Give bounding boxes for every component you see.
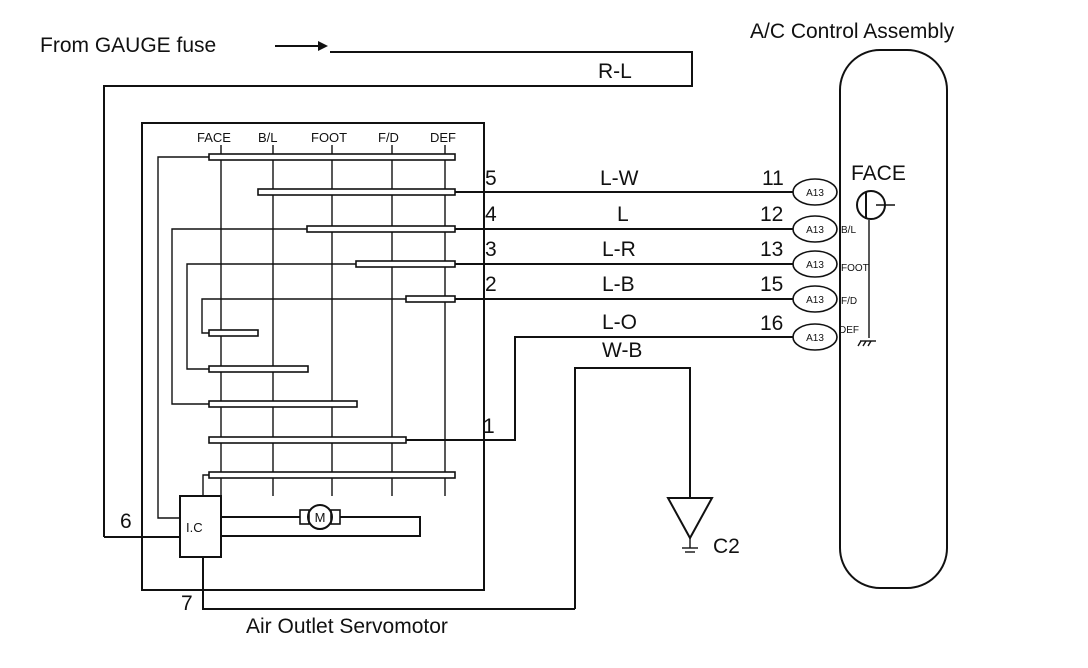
ctrl-mode-bl: B/L (841, 225, 856, 236)
mode-header-face: FACE (197, 130, 231, 145)
face-switch-label: FACE (851, 162, 906, 185)
mode-header-def: DEF (430, 130, 456, 145)
servo-pin-3: 3 (485, 238, 497, 261)
wire-lo (406, 336, 793, 441)
contact-bar (306, 225, 456, 233)
connector-label: A13 (806, 260, 824, 271)
servo-pin-7: 7 (181, 592, 193, 615)
control-assembly-body (839, 49, 948, 589)
ground-hatch (862, 340, 867, 347)
contact-bar (208, 436, 407, 444)
ctrl-pin-12: 12 (760, 203, 783, 226)
ic-box (179, 495, 222, 558)
contact-bar (208, 400, 358, 408)
fuse-arrow-icon (318, 41, 328, 51)
contact-bar (405, 295, 456, 303)
servomotor-label: Air Outlet Servomotor (246, 615, 448, 638)
contact-bar (208, 365, 309, 373)
mode-header-fd: F/D (378, 130, 399, 145)
ground-label: C2 (713, 535, 740, 558)
mode-header-bl: B/L (258, 130, 278, 145)
connector-a13 (792, 285, 838, 313)
mode-header-foot: FOOT (311, 130, 347, 145)
servomotor-housing (141, 122, 485, 591)
ctrl-pin-11: 11 (762, 167, 784, 190)
inner-wire (157, 156, 209, 519)
wire-wb (574, 367, 691, 609)
wire-color-wb: W-B (602, 339, 642, 362)
inner-wire (201, 298, 406, 334)
contact-bar (355, 260, 456, 268)
ground-hatch (867, 340, 872, 347)
control-assembly-label: A/C Control Assembly (750, 20, 955, 43)
contact-bar (208, 153, 456, 161)
contact-bar (208, 471, 456, 479)
motor-label: M (315, 510, 326, 525)
rl-wire-label: R-L (598, 60, 632, 83)
ctrl-mode-fd: F/D (841, 296, 857, 307)
servo-pin-4: 4 (485, 203, 497, 226)
rl-wire (103, 51, 693, 537)
wire-color-lr: L-R (602, 238, 636, 261)
contact-bar (257, 188, 456, 196)
servo-pin-6: 6 (120, 510, 132, 533)
connector-label: A13 (806, 333, 824, 344)
ctrl-mode-foot: FOOT (841, 263, 869, 274)
servo-pin-5: 5 (485, 167, 497, 190)
ground-hatch (857, 340, 862, 347)
ctrl-pin-16: 16 (760, 312, 783, 335)
connector-a13 (792, 323, 838, 351)
from-fuse-label: From GAUGE fuse (40, 34, 216, 57)
inner-wire (186, 263, 356, 370)
inner-wire (171, 228, 307, 405)
wire-color-lo: L-O (602, 311, 637, 334)
connector-label: A13 (806, 295, 824, 306)
servo-pin-2: 2 (485, 273, 497, 296)
wire-color-lw: L-W (600, 167, 639, 190)
motor-icon (307, 504, 333, 530)
ctrl-pin-15: 15 (760, 273, 783, 296)
connector-a13 (792, 215, 838, 243)
ic-label: I.C (186, 520, 203, 535)
connector-a13 (792, 250, 838, 278)
connector-a13 (792, 178, 838, 206)
motor-wire (221, 516, 421, 537)
wire-pin7 (202, 557, 575, 610)
inner-wire (202, 474, 209, 496)
contact-bar (208, 329, 259, 337)
ctrl-pin-13: 13 (760, 238, 783, 261)
connector-label: A13 (806, 225, 824, 236)
wire-color-l: L (617, 203, 629, 226)
connector-label: A13 (806, 188, 824, 199)
wire-color-lb: L-B (602, 273, 635, 296)
ground-symbol-icon (666, 497, 714, 541)
servo-pin-1: 1 (483, 415, 495, 438)
ctrl-mode-def: DEF (839, 325, 859, 336)
